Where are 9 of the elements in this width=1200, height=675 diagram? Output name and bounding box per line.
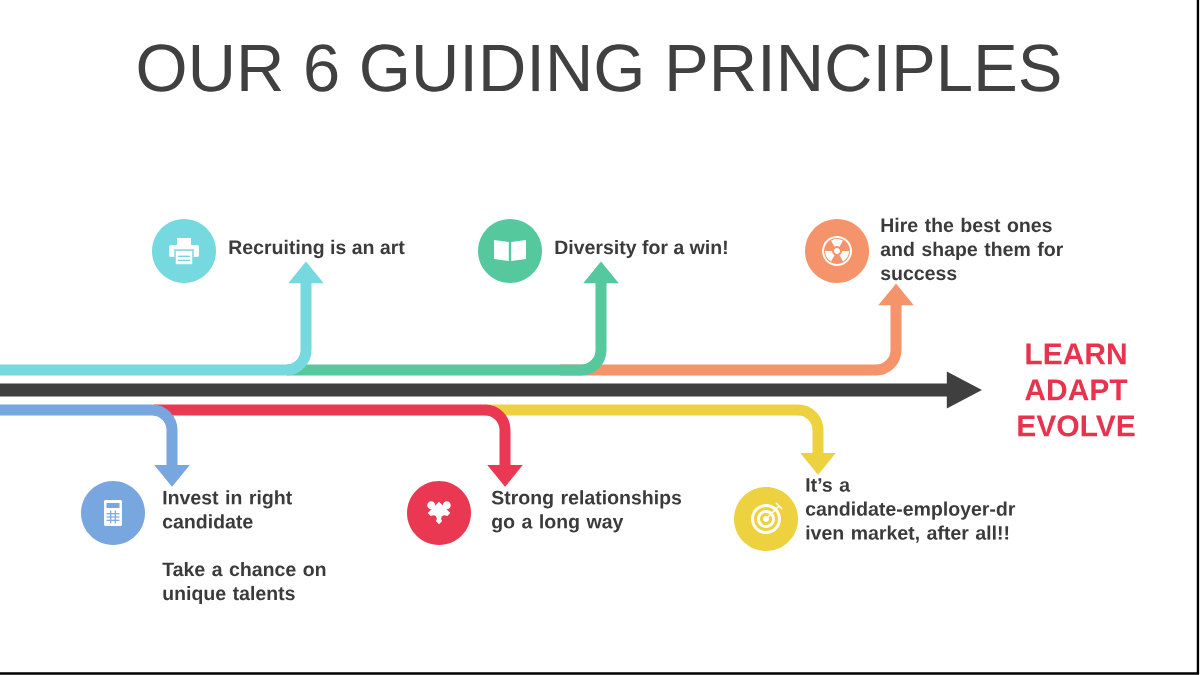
principle-text: Recruiting is an art: [229, 239, 405, 259]
title: OUR 6 GUIDING PRINCIPLES: [138, 44, 1060, 92]
principle-text: Invest in right candidate: [162, 490, 292, 529]
principle-text: Hire the best ones and shape them for success: [880, 217, 1063, 281]
slogan-text: LEARN ADAPT EVOLVE: [1018, 343, 1135, 437]
principle-text: It’s a candidate-employer-dr iven market, after all!!: [806, 478, 1016, 543]
principle-text: Diversity for a win!: [555, 239, 727, 259]
principle-text: Take a chance on unique talents: [162, 561, 326, 605]
principle-text: Strong relationships go a long way: [491, 490, 682, 533]
